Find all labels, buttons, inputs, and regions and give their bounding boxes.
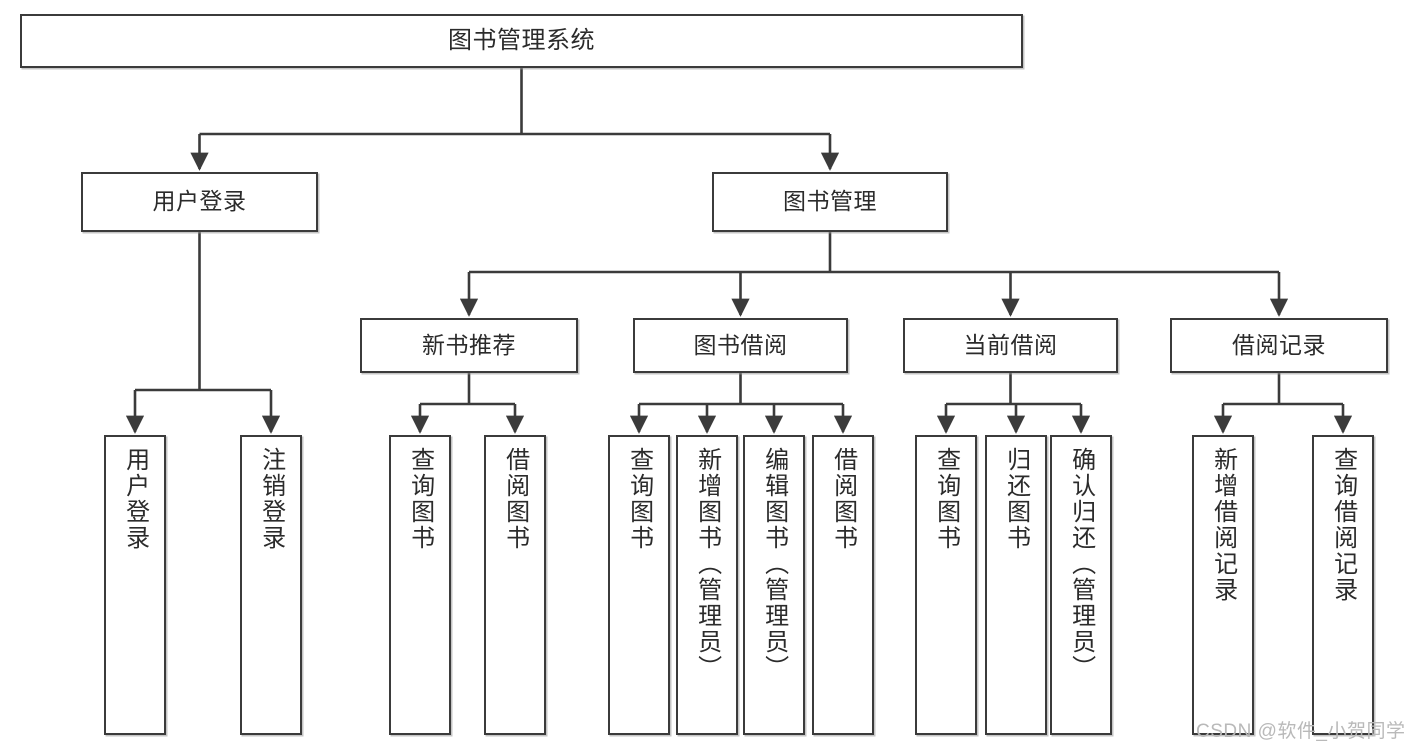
node-label-leaf-return-book: 归还图书 <box>1002 447 1030 551</box>
node-new-book-recommend[interactable]: 新书推荐 <box>360 318 578 373</box>
node-user-login[interactable]: 用户登录 <box>81 172 318 232</box>
node-leaf-borrow-book-1[interactable]: 借阅图书 <box>484 435 546 735</box>
node-leaf-return-book[interactable]: 归还图书 <box>985 435 1047 735</box>
node-label-leaf-confirm-return-admin: 确认归还（管理员） <box>1067 447 1095 681</box>
node-label-leaf-query-book-2: 查询图书 <box>625 447 653 551</box>
node-leaf-borrow-book-2[interactable]: 借阅图书 <box>812 435 874 735</box>
node-borrow-record[interactable]: 借阅记录 <box>1170 318 1388 373</box>
node-leaf-user-login[interactable]: 用户登录 <box>104 435 166 735</box>
node-label-leaf-query-borrow-record: 查询借阅记录 <box>1329 447 1357 603</box>
node-leaf-query-book-3[interactable]: 查询图书 <box>915 435 977 735</box>
node-label-leaf-edit-book-admin: 编辑图书（管理员） <box>760 447 788 681</box>
node-label-leaf-add-book-admin: 新增图书（管理员） <box>693 447 721 681</box>
node-label-user-login: 用户登录 <box>152 188 247 215</box>
node-label-borrow-record: 借阅记录 <box>1232 331 1326 358</box>
csdn-watermark: CSDN @软件_小贺同学 <box>1196 721 1405 742</box>
node-leaf-query-book-2[interactable]: 查询图书 <box>608 435 670 735</box>
node-leaf-add-book-admin[interactable]: 新增图书（管理员） <box>676 435 738 735</box>
node-leaf-edit-book-admin[interactable]: 编辑图书（管理员） <box>743 435 805 735</box>
node-label-book-borrow: 图书借阅 <box>693 331 788 358</box>
node-book-borrow[interactable]: 图书借阅 <box>633 318 848 373</box>
node-label-leaf-query-book-3: 查询图书 <box>932 447 960 551</box>
node-leaf-query-borrow-record[interactable]: 查询借阅记录 <box>1312 435 1374 735</box>
node-label-leaf-logout: 注销登录 <box>257 447 285 551</box>
node-label-leaf-add-borrow-record: 新增借阅记录 <box>1209 447 1237 603</box>
node-leaf-logout[interactable]: 注销登录 <box>240 435 302 735</box>
node-label-current-borrow: 当前借阅 <box>963 331 1058 358</box>
node-label-leaf-query-book-1: 查询图书 <box>406 447 434 551</box>
node-label-leaf-borrow-book-2: 借阅图书 <box>829 447 857 551</box>
node-label-book-manage: 图书管理 <box>783 188 877 215</box>
node-label-root: 图书管理系统 <box>448 26 595 54</box>
node-label-new-book-recommend: 新书推荐 <box>422 331 516 358</box>
node-root[interactable]: 图书管理系统 <box>20 14 1023 68</box>
node-current-borrow[interactable]: 当前借阅 <box>903 318 1118 373</box>
node-leaf-query-book-1[interactable]: 查询图书 <box>389 435 451 735</box>
node-label-leaf-borrow-book-1: 借阅图书 <box>501 447 529 551</box>
node-leaf-confirm-return-admin[interactable]: 确认归还（管理员） <box>1050 435 1112 735</box>
node-leaf-add-borrow-record[interactable]: 新增借阅记录 <box>1192 435 1254 735</box>
node-label-leaf-user-login: 用户登录 <box>121 447 149 551</box>
node-book-manage[interactable]: 图书管理 <box>712 172 948 232</box>
